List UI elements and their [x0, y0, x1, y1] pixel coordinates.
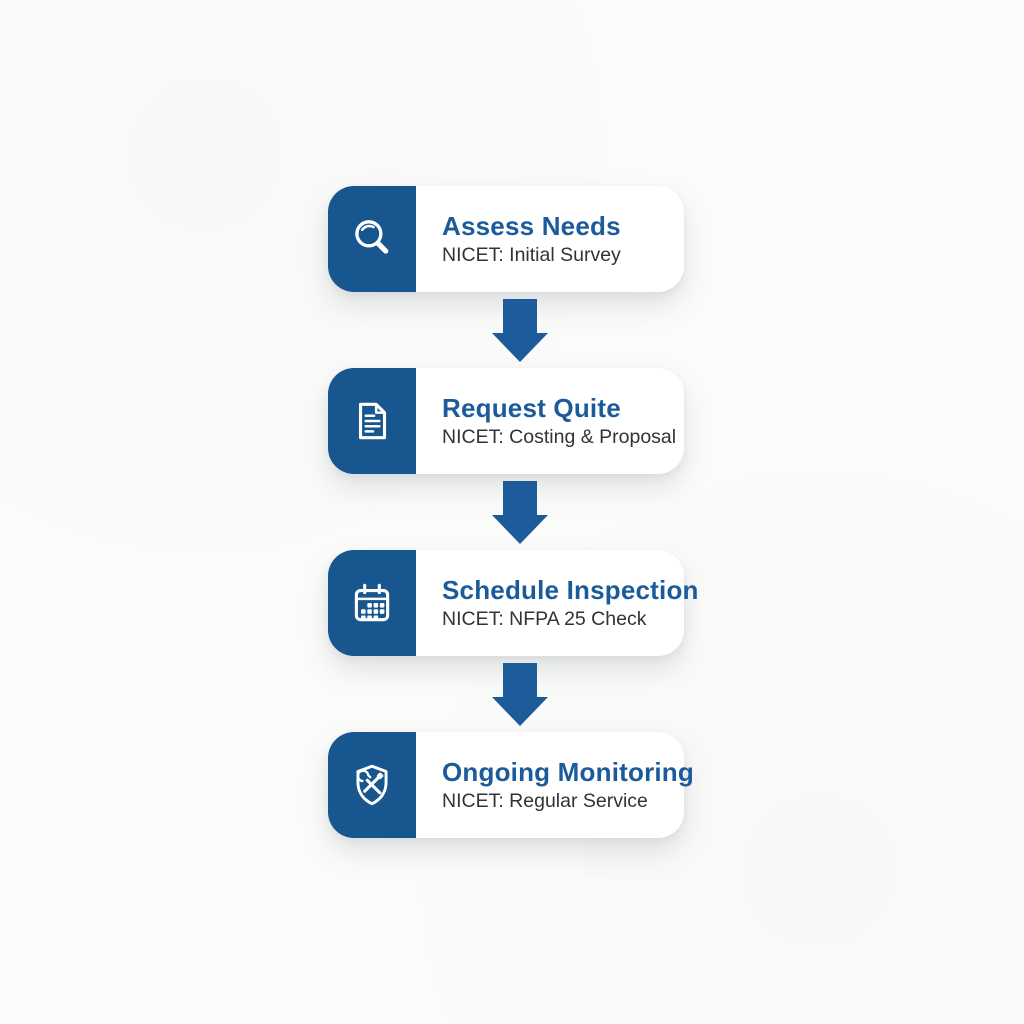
step-icon-block	[328, 186, 416, 292]
flow-connector	[328, 474, 684, 550]
calendar-icon	[347, 578, 397, 628]
step-subtitle: NICET: Initial Survey	[442, 243, 621, 266]
step-title: Ongoing Monitoring	[442, 756, 694, 787]
step-title: Assess Needs	[442, 210, 621, 241]
down-arrow-icon	[492, 663, 548, 726]
down-arrow-icon	[492, 299, 548, 362]
step-subtitle: NICET: Costing & Proposal	[442, 425, 677, 448]
flow-connector	[328, 656, 684, 732]
step-title: Request Quite	[442, 392, 621, 423]
step-subtitle: NICET: Regular Service	[442, 789, 648, 812]
document-icon	[347, 396, 397, 446]
step-text-block: Ongoing Monitoring NICET: Regular Servic…	[416, 732, 702, 838]
step-text-block: Schedule Inspection NICET: NFPA 25 Check	[416, 550, 707, 656]
step-card-assess-needs: Assess Needs NICET: Initial Survey	[328, 186, 684, 292]
shield-tools-icon	[347, 760, 397, 810]
step-card-ongoing-monitoring: Ongoing Monitoring NICET: Regular Servic…	[328, 732, 694, 838]
process-flowchart: Assess Needs NICET: Initial Survey	[328, 186, 698, 838]
flow-connector	[328, 292, 684, 368]
step-icon-block	[328, 732, 416, 838]
step-text-block: Request Quite NICET: Costing & Proposal	[416, 368, 684, 474]
step-icon-block	[328, 550, 416, 656]
step-card-schedule-inspection: Schedule Inspection NICET: NFPA 25 Check	[328, 550, 698, 656]
down-arrow-icon	[492, 481, 548, 544]
step-icon-block	[328, 368, 416, 474]
search-icon	[347, 214, 397, 264]
step-title: Schedule Inspection	[442, 574, 699, 605]
step-subtitle: NICET: NFPA 25 Check	[442, 607, 647, 630]
step-text-block: Assess Needs NICET: Initial Survey	[416, 186, 684, 292]
step-card-request-quote: Request Quite NICET: Costing & Proposal	[328, 368, 684, 474]
